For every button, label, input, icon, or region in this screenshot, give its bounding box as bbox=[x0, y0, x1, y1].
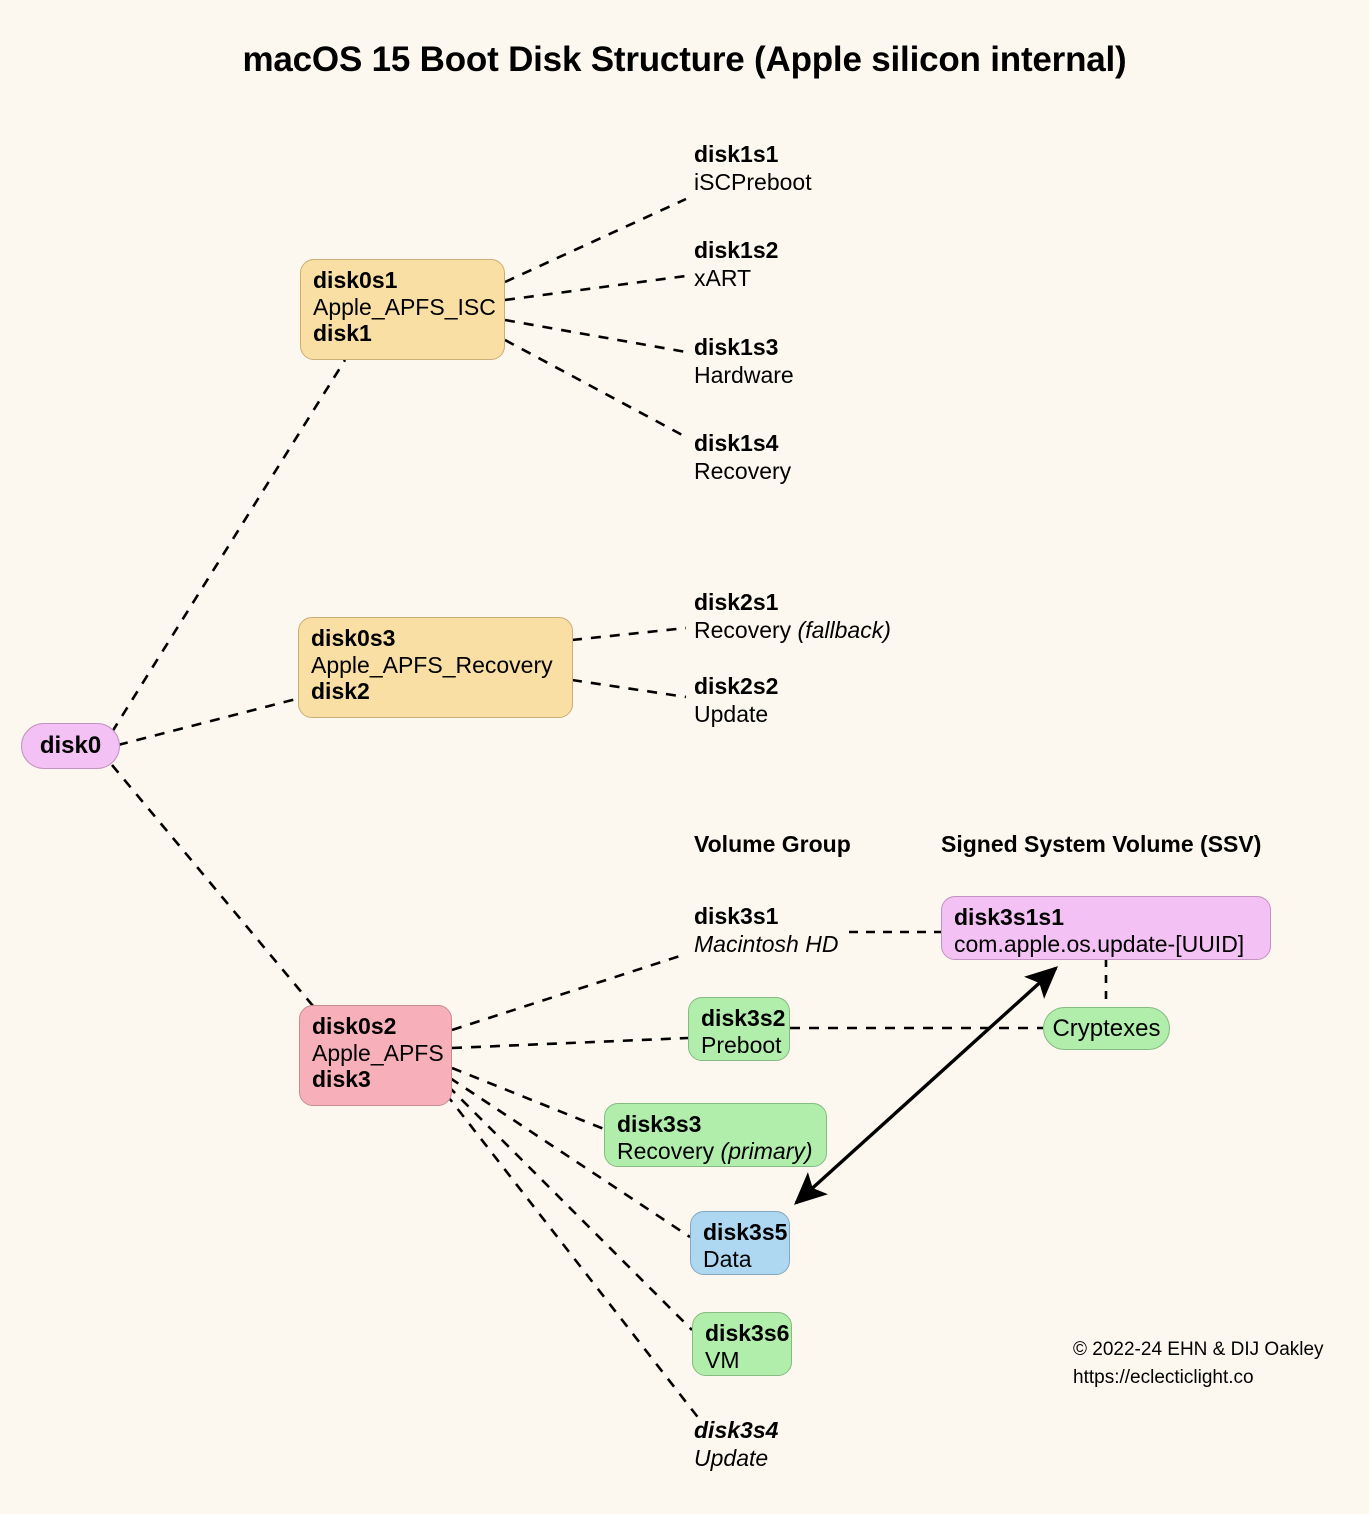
node-disk3s3[interactable]: disk3s3 Recovery (primary) bbox=[604, 1103, 827, 1167]
node-disk0[interactable]: disk0 bbox=[21, 723, 120, 769]
node-disk3s1-id: disk3s1 bbox=[694, 903, 779, 929]
node-disk3s6-name: VM bbox=[705, 1346, 740, 1373]
node-disk0s3-partition: disk0s3 bbox=[311, 625, 396, 651]
node-disk2s1-id: disk2s1 bbox=[694, 589, 779, 615]
node-disk1s1-id: disk1s1 bbox=[694, 141, 779, 167]
node-disk0s1-partition: disk0s1 bbox=[313, 267, 398, 293]
node-disk3s3-note: (primary) bbox=[720, 1137, 813, 1164]
credit-line-1: © 2022-24 EHN & DIJ Oakley bbox=[1073, 1339, 1324, 1360]
header-volume-group: Volume Group bbox=[694, 831, 851, 857]
node-disk3s1s1[interactable]: disk3s1s1 com.apple.os.update-[UUID] bbox=[941, 896, 1271, 960]
node-disk3s5[interactable]: disk3s5 Data bbox=[690, 1211, 790, 1275]
node-disk2s1-name: Recovery (fallback) bbox=[694, 616, 891, 643]
node-disk0s1-scheme: Apple_APFS_ISC bbox=[313, 293, 496, 320]
node-disk3s1s1-name: com.apple.os.update-[UUID] bbox=[954, 930, 1245, 957]
node-disk2s1: disk2s1 Recovery (fallback) bbox=[694, 589, 891, 644]
node-disk3s1s1-id: disk3s1s1 bbox=[954, 904, 1064, 930]
node-disk1s1: disk1s1 iSCPreboot bbox=[694, 141, 812, 196]
node-disk0s3-scheme: Apple_APFS_Recovery bbox=[311, 651, 553, 678]
node-disk1s3: disk1s3 Hardware bbox=[694, 334, 794, 389]
node-cryptexes-label: Cryptexes bbox=[1052, 1014, 1161, 1042]
node-disk3s1: disk3s1 Macintosh HD bbox=[694, 903, 838, 958]
credit-line-2: https://eclecticlight.co bbox=[1073, 1366, 1254, 1388]
node-disk1s4-name: Recovery bbox=[694, 457, 792, 484]
node-disk3s4-id: disk3s4 bbox=[694, 1417, 779, 1443]
node-disk3s6[interactable]: disk3s6 VM bbox=[692, 1312, 792, 1376]
node-disk3s1-name: Macintosh HD bbox=[694, 930, 839, 957]
node-disk0s2-synth: disk3 bbox=[312, 1066, 371, 1093]
node-disk1s2-id: disk1s2 bbox=[694, 237, 779, 263]
header-ssv: Signed System Volume (SSV) bbox=[941, 831, 1262, 857]
node-disk1s3-id: disk1s3 bbox=[694, 334, 779, 360]
node-disk0s2-partition: disk0s2 bbox=[312, 1013, 397, 1039]
node-disk0-label: disk0 bbox=[39, 732, 102, 759]
node-disk3s2[interactable]: disk3s2 Preboot bbox=[688, 997, 790, 1061]
node-disk3s5-name: Data bbox=[703, 1245, 752, 1272]
node-disk0s2-scheme: Apple_APFS bbox=[312, 1039, 444, 1066]
node-disk3s6-id: disk3s6 bbox=[705, 1320, 790, 1346]
node-disk2s2-id: disk2s2 bbox=[694, 673, 779, 699]
node-disk3s3-id: disk3s3 bbox=[617, 1111, 702, 1137]
node-disk0s3-synth: disk2 bbox=[311, 678, 370, 705]
node-disk3s2-id: disk3s2 bbox=[701, 1005, 786, 1031]
node-disk2s2-name: Update bbox=[694, 700, 769, 727]
node-disk1s4-id: disk1s4 bbox=[694, 430, 779, 456]
node-disk3s3-name: Recovery (primary) bbox=[617, 1137, 813, 1164]
node-disk3s2-name: Preboot bbox=[701, 1031, 782, 1058]
node-disk0s1-synth: disk1 bbox=[313, 320, 372, 347]
node-disk1s2: disk1s2 xART bbox=[694, 237, 778, 292]
node-disk0s1[interactable]: disk0s1 Apple_APFS_ISC disk1 bbox=[300, 259, 505, 360]
node-disk1s3-name: Hardware bbox=[694, 361, 794, 388]
node-disk1s1-name: iSCPreboot bbox=[694, 168, 812, 195]
node-disk0s3[interactable]: disk0s3 Apple_APFS_Recovery disk2 bbox=[298, 617, 573, 718]
node-disk3s5-id: disk3s5 bbox=[703, 1219, 788, 1245]
page-title: macOS 15 Boot Disk Structure (Apple sili… bbox=[242, 40, 1127, 79]
node-disk1s2-name: xART bbox=[694, 264, 752, 291]
node-disk2s1-note: (fallback) bbox=[797, 616, 891, 643]
node-disk3s4: disk3s4 Update bbox=[694, 1417, 778, 1472]
credit-block: © 2022-24 EHN & DIJ Oakley https://eclec… bbox=[1073, 1336, 1324, 1391]
node-cryptexes[interactable]: Cryptexes bbox=[1043, 1007, 1170, 1050]
node-disk1s4: disk1s4 Recovery bbox=[694, 430, 791, 485]
node-disk3s4-name: Update bbox=[694, 1444, 769, 1471]
node-disk0s2[interactable]: disk0s2 Apple_APFS disk3 bbox=[299, 1005, 452, 1106]
node-disk2s2: disk2s2 Update bbox=[694, 673, 778, 728]
